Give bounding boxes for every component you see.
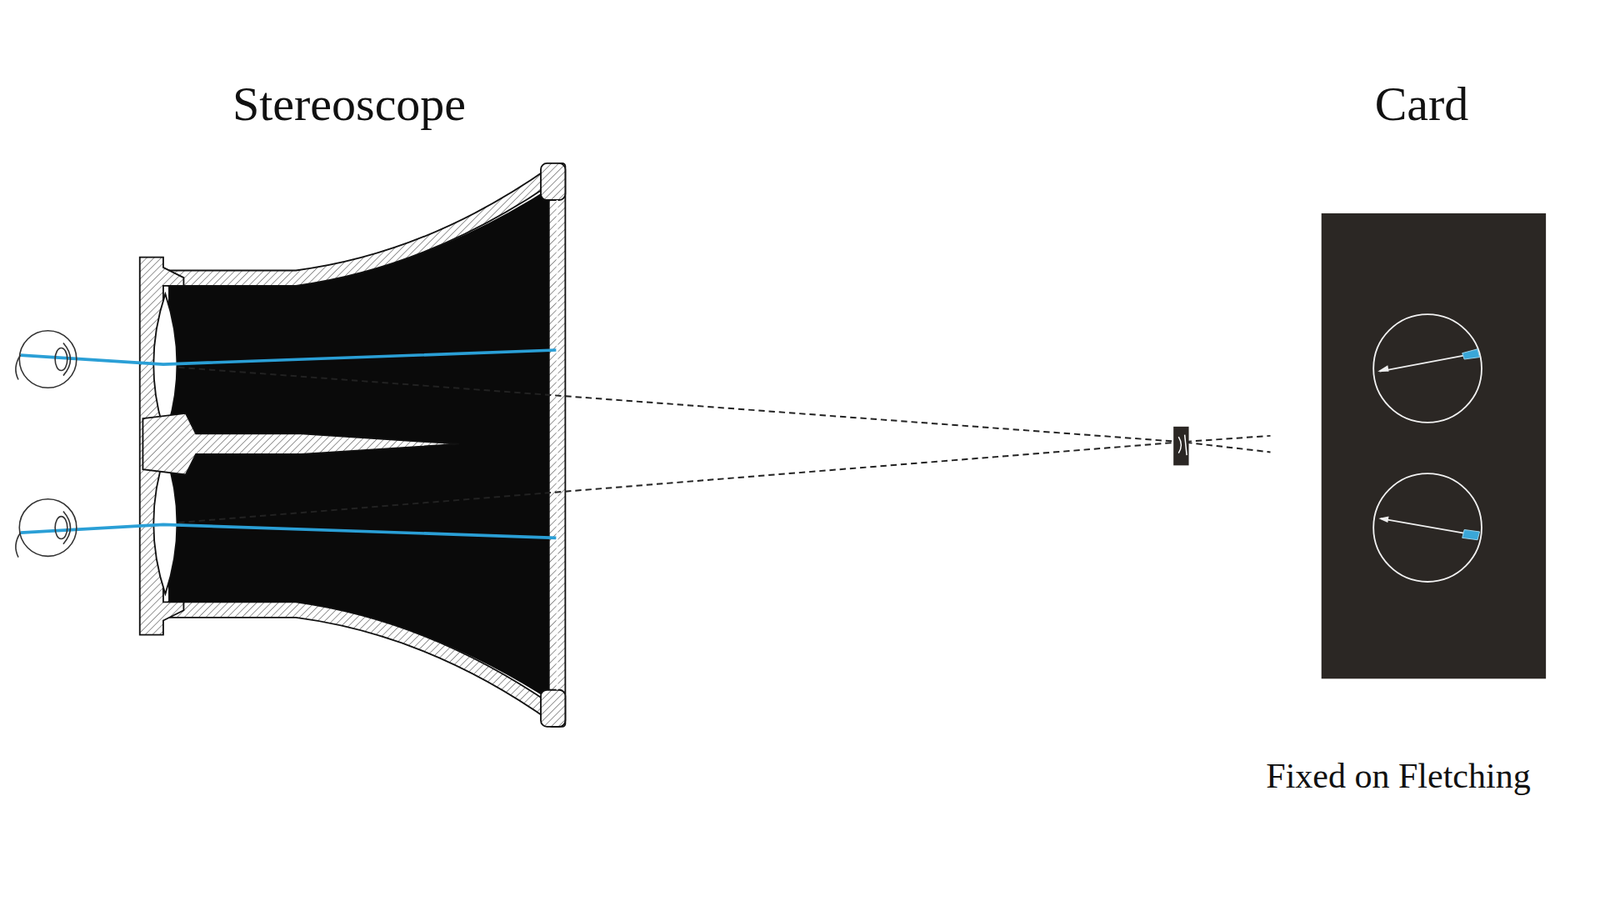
card-frame xyxy=(549,163,566,727)
frame-glass xyxy=(556,200,559,690)
stereo-card xyxy=(1321,213,1546,679)
arrow-figure xyxy=(1378,516,1480,540)
hood-wall xyxy=(168,166,551,286)
sight-line xyxy=(20,524,556,538)
frame-cap xyxy=(540,690,565,727)
section-heading: Card xyxy=(1375,77,1470,131)
sight-line xyxy=(20,350,556,365)
frame-cap xyxy=(540,163,565,200)
card-circle xyxy=(1373,473,1482,582)
septum xyxy=(142,413,460,475)
virtual-image-detail xyxy=(1178,435,1187,455)
arrow-figure xyxy=(1377,349,1480,372)
hood-wall xyxy=(168,601,551,721)
eye xyxy=(15,330,77,389)
card-circle xyxy=(1373,314,1482,423)
virtual-image xyxy=(1173,426,1189,466)
section-heading: Stereoscope xyxy=(232,77,466,131)
state-note: Fixed on Fletching xyxy=(1265,756,1530,795)
eye xyxy=(15,499,77,558)
virtual-ray xyxy=(178,435,1270,523)
virtual-ray xyxy=(178,367,1270,453)
